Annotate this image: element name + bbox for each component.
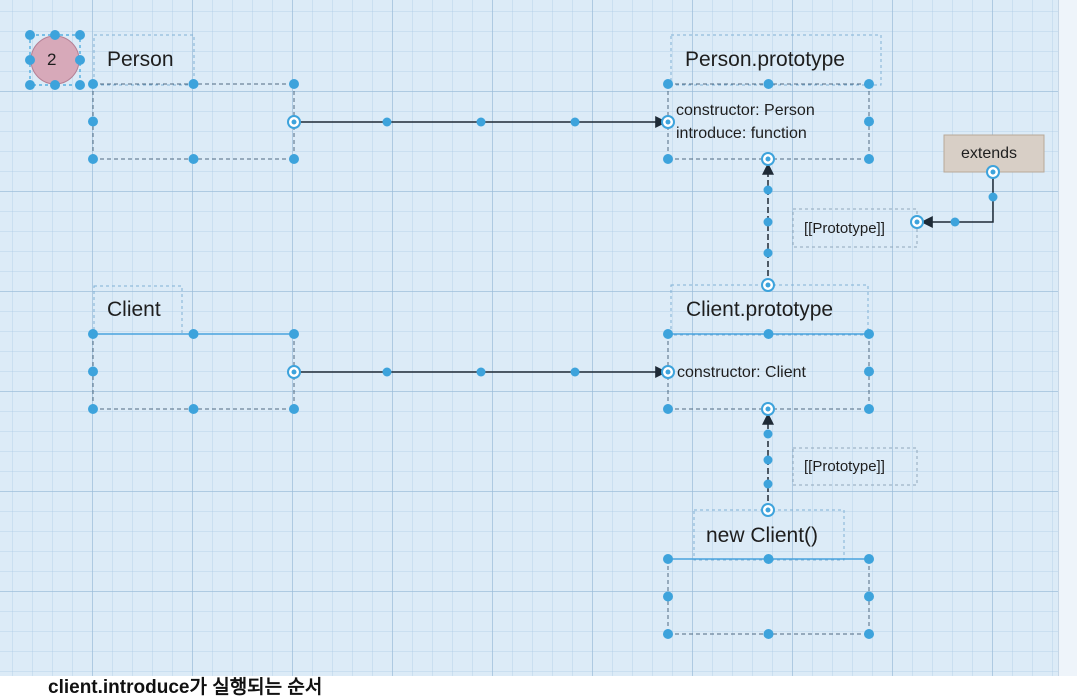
- resize-handle[interactable]: [663, 404, 673, 414]
- resize-handle[interactable]: [88, 154, 98, 164]
- connection-port-core: [765, 507, 771, 513]
- resize-handle[interactable]: [88, 366, 98, 377]
- badge-resize-handle[interactable]: [75, 80, 85, 90]
- resize-handle[interactable]: [88, 79, 98, 89]
- extends-to-prototype-label-arrow[interactable]: [920, 172, 994, 228]
- connection-port-core: [765, 156, 771, 162]
- client-prototype-field-constructor: constructor: Client: [677, 364, 806, 381]
- connection-port-core: [765, 282, 771, 288]
- edge-waypoint[interactable]: [763, 217, 773, 227]
- badge-resize-handle[interactable]: [75, 30, 85, 40]
- edge-waypoint[interactable]: [763, 455, 773, 465]
- resize-handle[interactable]: [864, 554, 874, 564]
- resize-handle[interactable]: [188, 404, 199, 414]
- person-prototype-title: Person.prototype: [685, 48, 845, 71]
- prototype-label-bottom: [[Prototype]]: [804, 458, 885, 475]
- resize-handle[interactable]: [663, 629, 673, 639]
- resize-handle[interactable]: [864, 591, 874, 602]
- edge-waypoint[interactable]: [763, 248, 773, 258]
- person-title: Person: [107, 48, 174, 71]
- prototype-label-top-box[interactable]: [792, 208, 918, 248]
- resize-handle[interactable]: [763, 79, 774, 89]
- edge-waypoint[interactable]: [763, 185, 773, 195]
- connection-port-core: [914, 219, 920, 225]
- edge-waypoint[interactable]: [763, 479, 773, 489]
- extends-label: extends: [961, 145, 1018, 162]
- resize-handle[interactable]: [88, 116, 98, 127]
- badge-resize-handle[interactable]: [25, 55, 35, 65]
- resize-handle[interactable]: [289, 79, 299, 89]
- resize-handle[interactable]: [289, 404, 299, 414]
- bottom-caption: client.introduce가 실행되는 순서: [48, 677, 323, 698]
- resize-handle[interactable]: [864, 116, 874, 127]
- person-prototype-field-introduce: introduce: function: [676, 125, 807, 142]
- resize-handle[interactable]: [289, 329, 299, 339]
- diagram-svg: [25, 30, 1045, 639]
- resize-handle[interactable]: [864, 366, 874, 377]
- edge-waypoint[interactable]: [988, 192, 998, 202]
- connection-port-core: [665, 369, 671, 375]
- resize-handle[interactable]: [864, 329, 874, 339]
- resize-handle[interactable]: [663, 591, 673, 602]
- badge-resize-handle[interactable]: [25, 80, 35, 90]
- edge-waypoint[interactable]: [763, 429, 773, 439]
- badge-resize-handle[interactable]: [50, 80, 60, 90]
- connection-port-core: [765, 406, 771, 412]
- edge-waypoint[interactable]: [382, 117, 392, 127]
- prototype-label-bottom-box[interactable]: [792, 447, 918, 486]
- badge-resize-handle[interactable]: [25, 30, 35, 40]
- resize-handle[interactable]: [88, 329, 98, 339]
- edge-waypoint[interactable]: [382, 367, 392, 377]
- resize-handle[interactable]: [88, 404, 98, 414]
- selection-handles: [25, 30, 1000, 639]
- resize-handle[interactable]: [188, 329, 199, 339]
- prototype-label-top: [[Prototype]]: [804, 220, 885, 237]
- resize-handle[interactable]: [864, 404, 874, 414]
- connection-port-core: [291, 369, 297, 375]
- edge-waypoint[interactable]: [570, 117, 580, 127]
- resize-handle[interactable]: [763, 629, 774, 639]
- new-client-title: new Client(): [706, 524, 819, 547]
- edge-waypoint[interactable]: [476, 367, 486, 377]
- resize-handle[interactable]: [663, 554, 673, 564]
- person-prototype-field-constructor: constructor: Person: [676, 102, 815, 119]
- resize-handle[interactable]: [864, 629, 874, 639]
- resize-handle[interactable]: [663, 329, 673, 339]
- badge-resize-handle[interactable]: [50, 30, 60, 40]
- edge-waypoint[interactable]: [570, 367, 580, 377]
- badge-resize-handle[interactable]: [75, 55, 85, 65]
- resize-handle[interactable]: [864, 79, 874, 89]
- resize-handle[interactable]: [663, 154, 673, 164]
- client-prototype-title: Client.prototype: [686, 298, 834, 321]
- edge-waypoint[interactable]: [950, 217, 960, 227]
- connection-port-core: [291, 119, 297, 125]
- resize-handle[interactable]: [763, 329, 774, 339]
- connection-port-core: [665, 119, 671, 125]
- resize-handle[interactable]: [763, 554, 774, 564]
- connection-port-core: [990, 169, 996, 175]
- vertical-scrollbar[interactable]: [1058, 0, 1077, 676]
- resize-handle[interactable]: [188, 79, 199, 89]
- client-title: Client: [107, 298, 161, 321]
- resize-handle[interactable]: [289, 154, 299, 164]
- diagram-canvas[interactable]: 2 Person Person.prototype constructor: P…: [0, 0, 1058, 676]
- selection-badge-count: 2: [47, 50, 57, 69]
- resize-handle[interactable]: [188, 154, 199, 164]
- resize-handle[interactable]: [864, 154, 874, 164]
- resize-handle[interactable]: [663, 79, 673, 89]
- edge-waypoint[interactable]: [476, 117, 486, 127]
